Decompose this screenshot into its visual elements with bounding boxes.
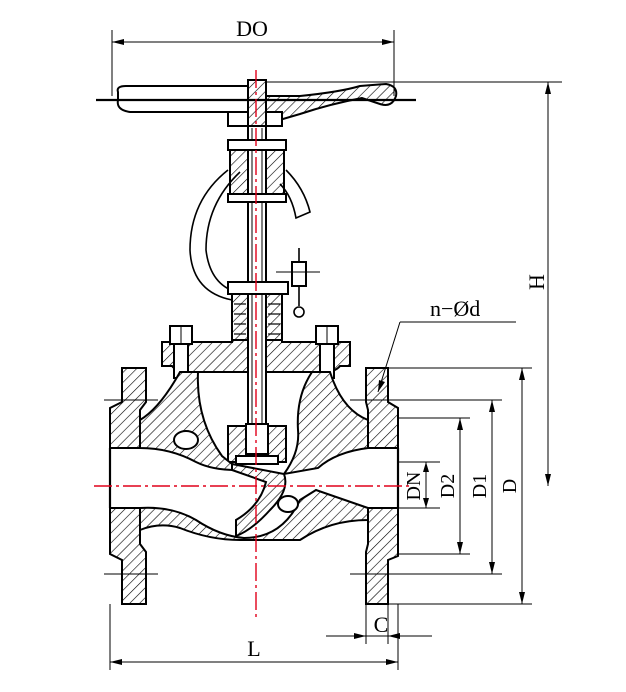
- dimension-d: D: [388, 367, 532, 605]
- dimension-h: H: [266, 81, 562, 486]
- label-dn: DN: [403, 472, 425, 501]
- dimension-dn: DN: [398, 461, 440, 509]
- label-d: D: [499, 479, 521, 493]
- yoke: [189, 139, 311, 301]
- bonnet-bolt-left: [169, 325, 193, 379]
- label-d1: D1: [469, 474, 491, 498]
- label-l: L: [247, 636, 260, 661]
- dimension-l: L: [109, 604, 399, 670]
- label-n-od: n−Ød: [430, 296, 480, 321]
- valve-body: [108, 367, 400, 605]
- handwheel: [96, 79, 416, 127]
- valve-disc: [227, 423, 287, 465]
- dimension-d1: D1: [398, 399, 502, 575]
- bonnet-bolt-right: [315, 325, 339, 379]
- label-c: C: [374, 612, 389, 637]
- label-d2: D2: [437, 474, 459, 498]
- dimension-c: C: [326, 604, 432, 644]
- label-h: H: [524, 274, 549, 290]
- flange-bolt-marks: [104, 399, 404, 575]
- centerlines: [94, 70, 412, 620]
- dimension-do: DO: [111, 16, 395, 96]
- leader-bolt-holes: n−Ød: [377, 296, 516, 393]
- dimension-d2: D2: [398, 417, 470, 555]
- label-do: DO: [236, 16, 268, 41]
- gland-and-packing: [227, 248, 320, 341]
